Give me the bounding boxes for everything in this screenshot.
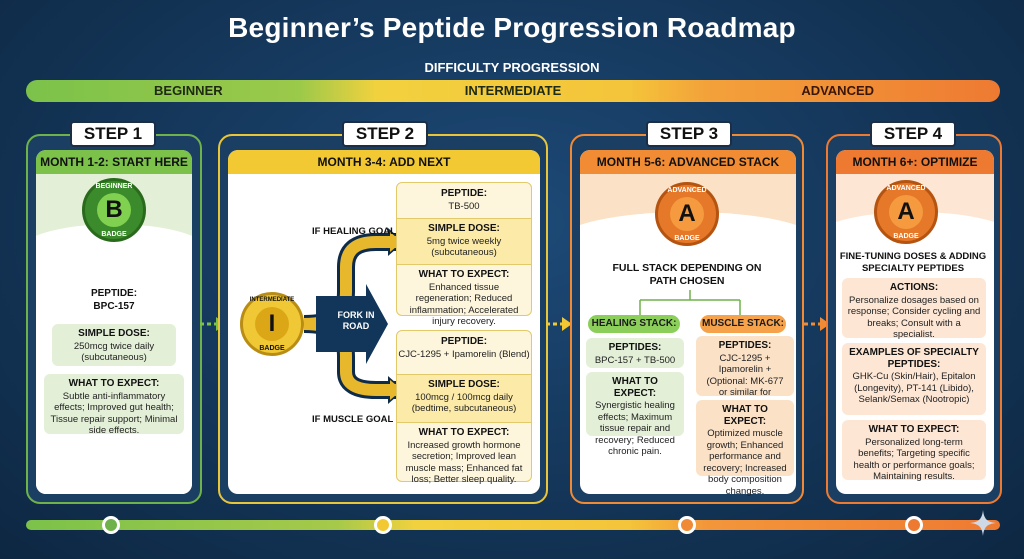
- step3-tab: STEP 3: [646, 121, 732, 147]
- step1-card: MONTH 1-2: START HERE BEGINNER B BADGE P…: [26, 134, 202, 504]
- timeline-node-step4: [905, 516, 923, 534]
- step4-tab: STEP 4: [870, 121, 956, 147]
- step4-expect-box: WHAT TO EXPECT: Personalized long-term b…: [842, 420, 986, 483]
- step1-dose-box: SIMPLE DOSE: 250mcg twice daily (subcuta…: [52, 324, 176, 366]
- muscle-dose: 100mcg / 100mcg daily (bedtime, subcutan…: [411, 391, 517, 415]
- step4-month-header: MONTH 6+: OPTIMIZE: [836, 150, 994, 174]
- muscle-expect-title: WHAT TO EXPECT:: [418, 427, 510, 438]
- step1-dose-title: SIMPLE DOSE:: [78, 328, 150, 339]
- step1-expect: Subtle anti-inflammatory effects; Improv…: [50, 390, 178, 437]
- healing-peptide: TB-500: [448, 200, 480, 212]
- healing-stack-peptides-title: PEPTIDES:: [608, 342, 662, 353]
- step4-badge-bottom: BADGE: [893, 233, 919, 240]
- step1-dose: 250mcg twice daily (subcutaneous): [73, 340, 155, 364]
- step1-expect-box: WHAT TO EXPECT: Subtle anti-inflammatory…: [44, 374, 184, 437]
- healing-path-box: PEPTIDE: TB-500 SIMPLE DOSE: 5mg twice w…: [396, 182, 532, 327]
- step3-month-header: MONTH 5-6: ADVANCED STACK: [580, 150, 796, 174]
- muscle-stack-peptides-box: PEPTIDES: CJC-1295 + Ipamorelin + (Optio…: [696, 336, 794, 410]
- muscle-peptide: CJC-1295 + Ipamorelin (Blend): [398, 348, 530, 360]
- arrow-step3-to-step4: [804, 317, 830, 331]
- arrow-step2-to-step3: [546, 317, 572, 331]
- healing-peptide-panel: PEPTIDE: TB-500: [397, 183, 531, 219]
- healing-expect-panel: WHAT TO EXPECT: Enhanced tissue regenera…: [397, 265, 531, 327]
- advanced-badge-step4: ADVANCED A BADGE: [874, 180, 938, 244]
- step2-tab: STEP 2: [342, 121, 428, 147]
- step1-expect-title: WHAT TO EXPECT:: [68, 378, 160, 389]
- difficulty-label: DIFFICULTY PROGRESSION: [424, 60, 600, 75]
- step3-split-lines: [639, 290, 741, 318]
- muscle-stack-label: MUSCLE STACK:: [700, 315, 786, 333]
- muscle-goal-label: IF MUSCLE GOAL: [312, 414, 394, 425]
- step4-expect-title: WHAT TO EXPECT:: [868, 424, 960, 435]
- muscle-expect: Increased growth hormone secretion; Impr…: [405, 439, 523, 486]
- healing-stack-expect-title: WHAT TO EXPECT:: [612, 376, 658, 399]
- intermediate-badge-bottom: BADGE: [259, 345, 285, 352]
- fork-label: FORK IN ROAD: [337, 310, 375, 331]
- intermediate-badge: INTERMEDIATE I BADGE: [240, 292, 304, 356]
- step4-actions: Personalize dosages based on response; C…: [847, 294, 981, 341]
- difficulty-intermediate: INTERMEDIATE: [464, 83, 562, 98]
- healing-stack-peptides: BPC-157 + TB-500: [594, 354, 676, 366]
- timeline-bar: [26, 520, 1000, 530]
- timeline-node-step2: [374, 516, 392, 534]
- advanced-badge-step3: ADVANCED A BADGE: [655, 182, 719, 246]
- step4-intro: FINE-TUNING DOSES & ADDING SPECIALTY PEP…: [839, 251, 987, 274]
- step3-badge-bottom: BADGE: [674, 235, 700, 242]
- step3-badge-top: ADVANCED: [667, 187, 707, 194]
- healing-dose-title: SIMPLE DOSE:: [428, 223, 500, 234]
- healing-stack-expect-box: WHAT TO EXPECT: Synergistic healing effe…: [586, 372, 684, 457]
- beginner-badge: BEGINNER B BADGE: [82, 178, 146, 242]
- difficulty-bar: BEGINNER INTERMEDIATE ADVANCED: [26, 80, 1000, 102]
- beginner-badge-letter: B: [97, 193, 131, 227]
- step4-badge-letter: A: [889, 195, 923, 229]
- difficulty-beginner: BEGINNER: [154, 83, 223, 98]
- healing-dose-panel: SIMPLE DOSE: 5mg twice weekly (subcutane…: [397, 219, 531, 265]
- healing-peptide-label: PEPTIDE:: [440, 188, 488, 199]
- healing-expect: Enhanced tissue regeneration; Reduced in…: [409, 281, 519, 328]
- muscle-stack-expect-title: WHAT TO EXPECT:: [722, 404, 768, 427]
- step4-actions-box: ACTIONS: Personalize dosages based on re…: [842, 278, 986, 341]
- step4-examples-box: EXAMPLES OF SPECIALTY PEPTIDES: GHK-Cu (…: [842, 343, 986, 415]
- muscle-stack-expect-box: WHAT TO EXPECT: Optimized muscle growth;…: [696, 400, 794, 497]
- muscle-dose-panel: SIMPLE DOSE: 100mcg / 100mcg daily (bedt…: [397, 375, 531, 423]
- beginner-badge-bottom: BADGE: [101, 231, 127, 238]
- intermediate-badge-top: INTERMEDIATE: [249, 297, 295, 303]
- intermediate-badge-letter: I: [255, 307, 289, 341]
- step3-intro: FULL STACK DEPENDING ON PATH CHOSEN: [612, 262, 762, 287]
- step2-month-header: MONTH 3-4: ADD NEXT: [228, 150, 540, 174]
- step1-peptide: BPC-157: [93, 301, 135, 312]
- step4-examples-title: EXAMPLES OF SPECIALTY PEPTIDES:: [849, 347, 979, 370]
- muscle-expect-panel: WHAT TO EXPECT: Increased growth hormone…: [397, 423, 531, 485]
- muscle-peptide-panel: PEPTIDE: CJC-1295 + Ipamorelin (Blend): [397, 331, 531, 375]
- healing-stack-peptides-box: PEPTIDES: BPC-157 + TB-500: [586, 338, 684, 368]
- muscle-path-box: PEPTIDE: CJC-1295 + Ipamorelin (Blend) S…: [396, 330, 532, 485]
- healing-stack-expect: Synergistic healing effects; Maximum tis…: [595, 400, 675, 457]
- timeline-node-step1: [102, 516, 120, 534]
- step1-month-header: MONTH 1-2: START HERE: [36, 150, 192, 174]
- healing-dose: 5mg twice weekly (subcutaneous): [426, 235, 502, 259]
- sparkle-icon: [970, 510, 996, 536]
- step3-badge-letter: A: [670, 197, 704, 231]
- page-title: Beginner’s Peptide Progression Roadmap: [228, 12, 796, 43]
- muscle-peptide-label: PEPTIDE:: [440, 336, 488, 347]
- step4-expect: Personalized long-term benefits; Targeti…: [853, 436, 975, 483]
- step4-badge-top: ADVANCED: [886, 185, 926, 192]
- muscle-stack-peptides-title: PEPTIDES:: [718, 340, 772, 351]
- healing-stack-label: HEALING STACK:: [588, 315, 680, 333]
- timeline-node-step3: [678, 516, 696, 534]
- step1-tab: STEP 1: [70, 121, 156, 147]
- step4-examples: GHK-Cu (Skin/Hair), Epitalon (Longevity)…: [852, 371, 976, 405]
- difficulty-advanced: ADVANCED: [801, 83, 875, 98]
- muscle-stack-expect: Optimized muscle growth; Enhanced perfor…: [703, 428, 787, 497]
- beginner-badge-top: BEGINNER: [95, 183, 133, 190]
- healing-goal-label: IF HEALING GOAL: [312, 226, 396, 237]
- fork-road-arrows: [303, 228, 404, 404]
- muscle-dose-title: SIMPLE DOSE:: [428, 379, 500, 390]
- healing-expect-title: WHAT TO EXPECT:: [418, 269, 510, 280]
- step4-actions-title: ACTIONS:: [889, 282, 939, 293]
- step1-peptide-label: PEPTIDE:: [90, 288, 138, 299]
